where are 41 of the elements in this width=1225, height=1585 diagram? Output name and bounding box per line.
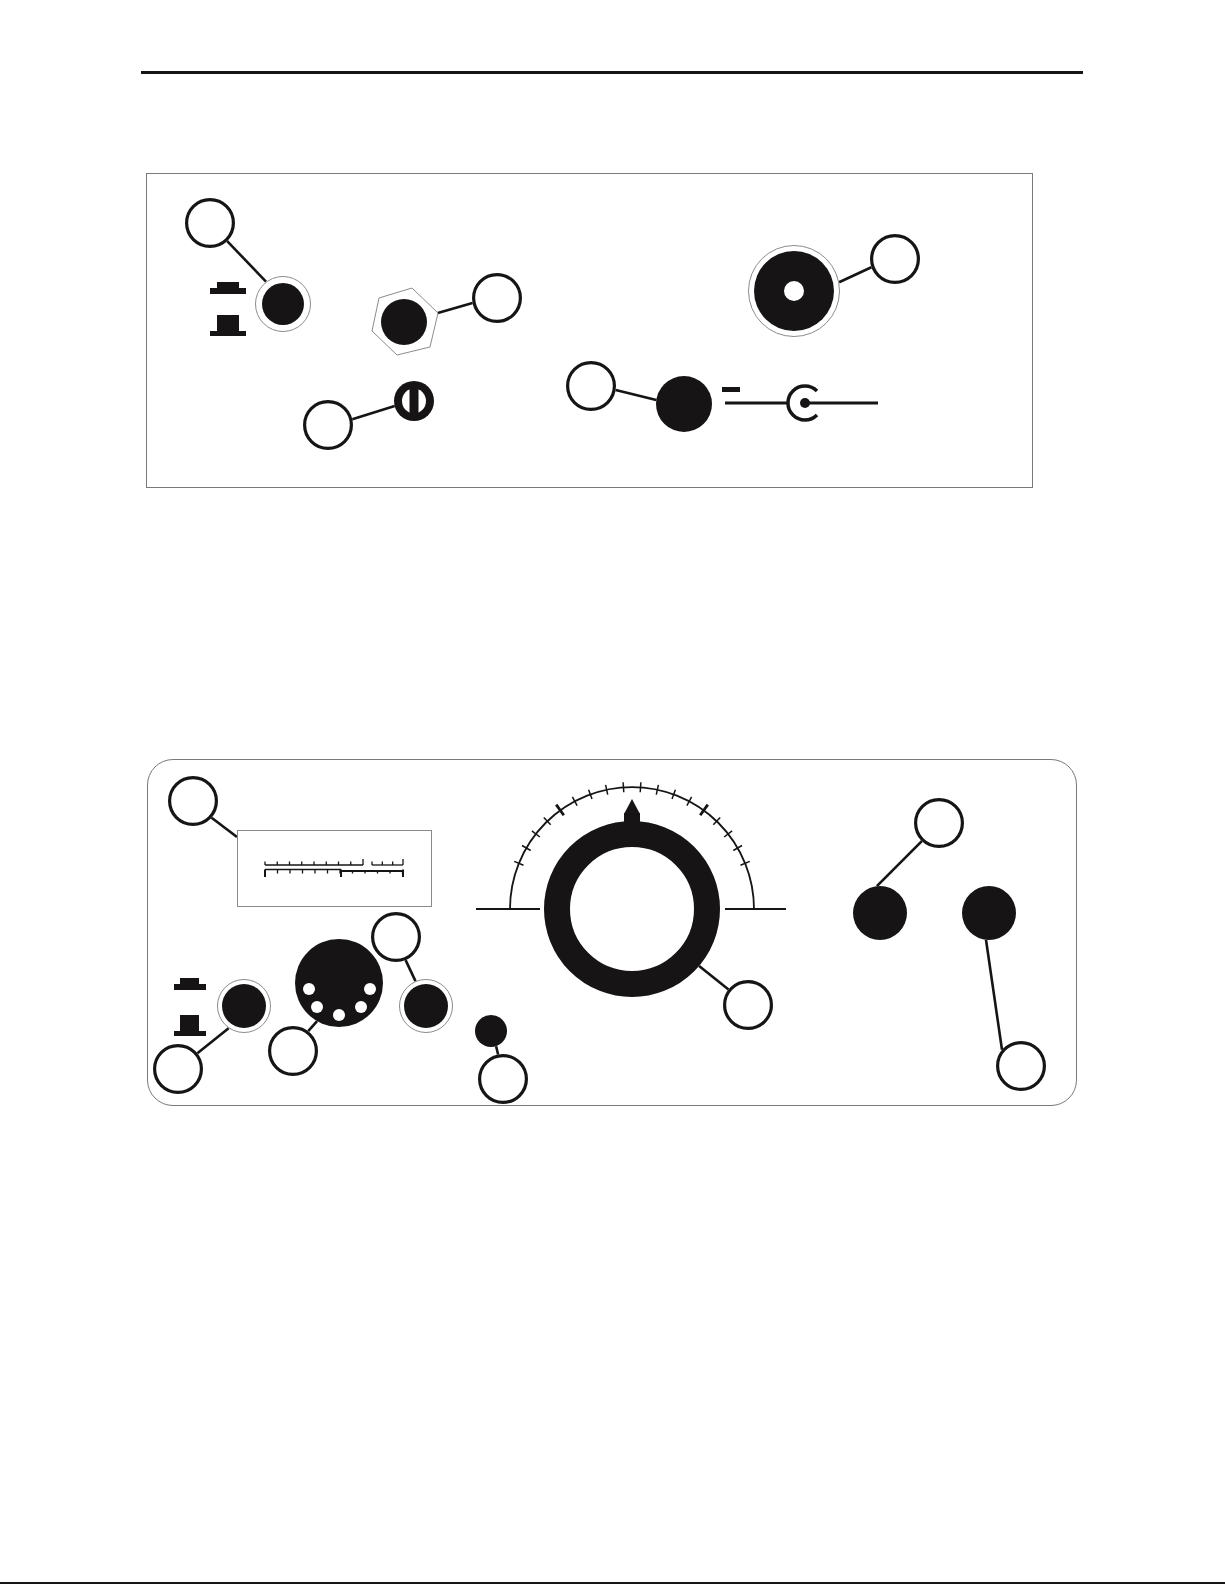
indicator-lamp [475,1015,507,1047]
leader-line [437,301,473,315]
din-socket [295,939,383,1027]
callout-circle [914,798,964,848]
leader-line [404,959,417,982]
hex-nut-jack [368,286,439,357]
leader-line [838,266,872,284]
push-button [217,979,271,1033]
rear-panel [146,173,1033,488]
meter-window [237,830,432,907]
leader-line [984,939,1004,1050]
leader-line [196,1027,230,1055]
callout-circle [268,1026,318,1076]
power-jack [655,375,712,432]
callout-circle [153,1044,203,1094]
leader-line [698,964,730,991]
callout-circle [723,980,773,1030]
callout-circle [302,399,353,450]
callout-circle [371,912,421,962]
callout-circle [565,360,616,411]
leader-line [226,240,267,283]
leader-line [210,816,238,839]
knob [853,886,907,940]
callout-circle [184,197,235,248]
callout-circle [168,776,218,826]
push-button [254,275,311,332]
dial-knob [544,799,720,997]
callout-circle [869,233,920,284]
front-panel [147,759,1077,1106]
callout-circle [471,272,522,323]
knob [962,886,1016,940]
leader-line [351,404,396,421]
coax-connector [747,244,840,337]
slotted-screw [393,380,434,421]
leader-line [494,1045,500,1055]
leader-line [307,1020,319,1032]
jack-socket [399,979,453,1033]
leader-line [875,840,923,888]
callout-circle [478,1054,528,1104]
callout-circle [996,1041,1046,1091]
leader-line [615,388,657,402]
